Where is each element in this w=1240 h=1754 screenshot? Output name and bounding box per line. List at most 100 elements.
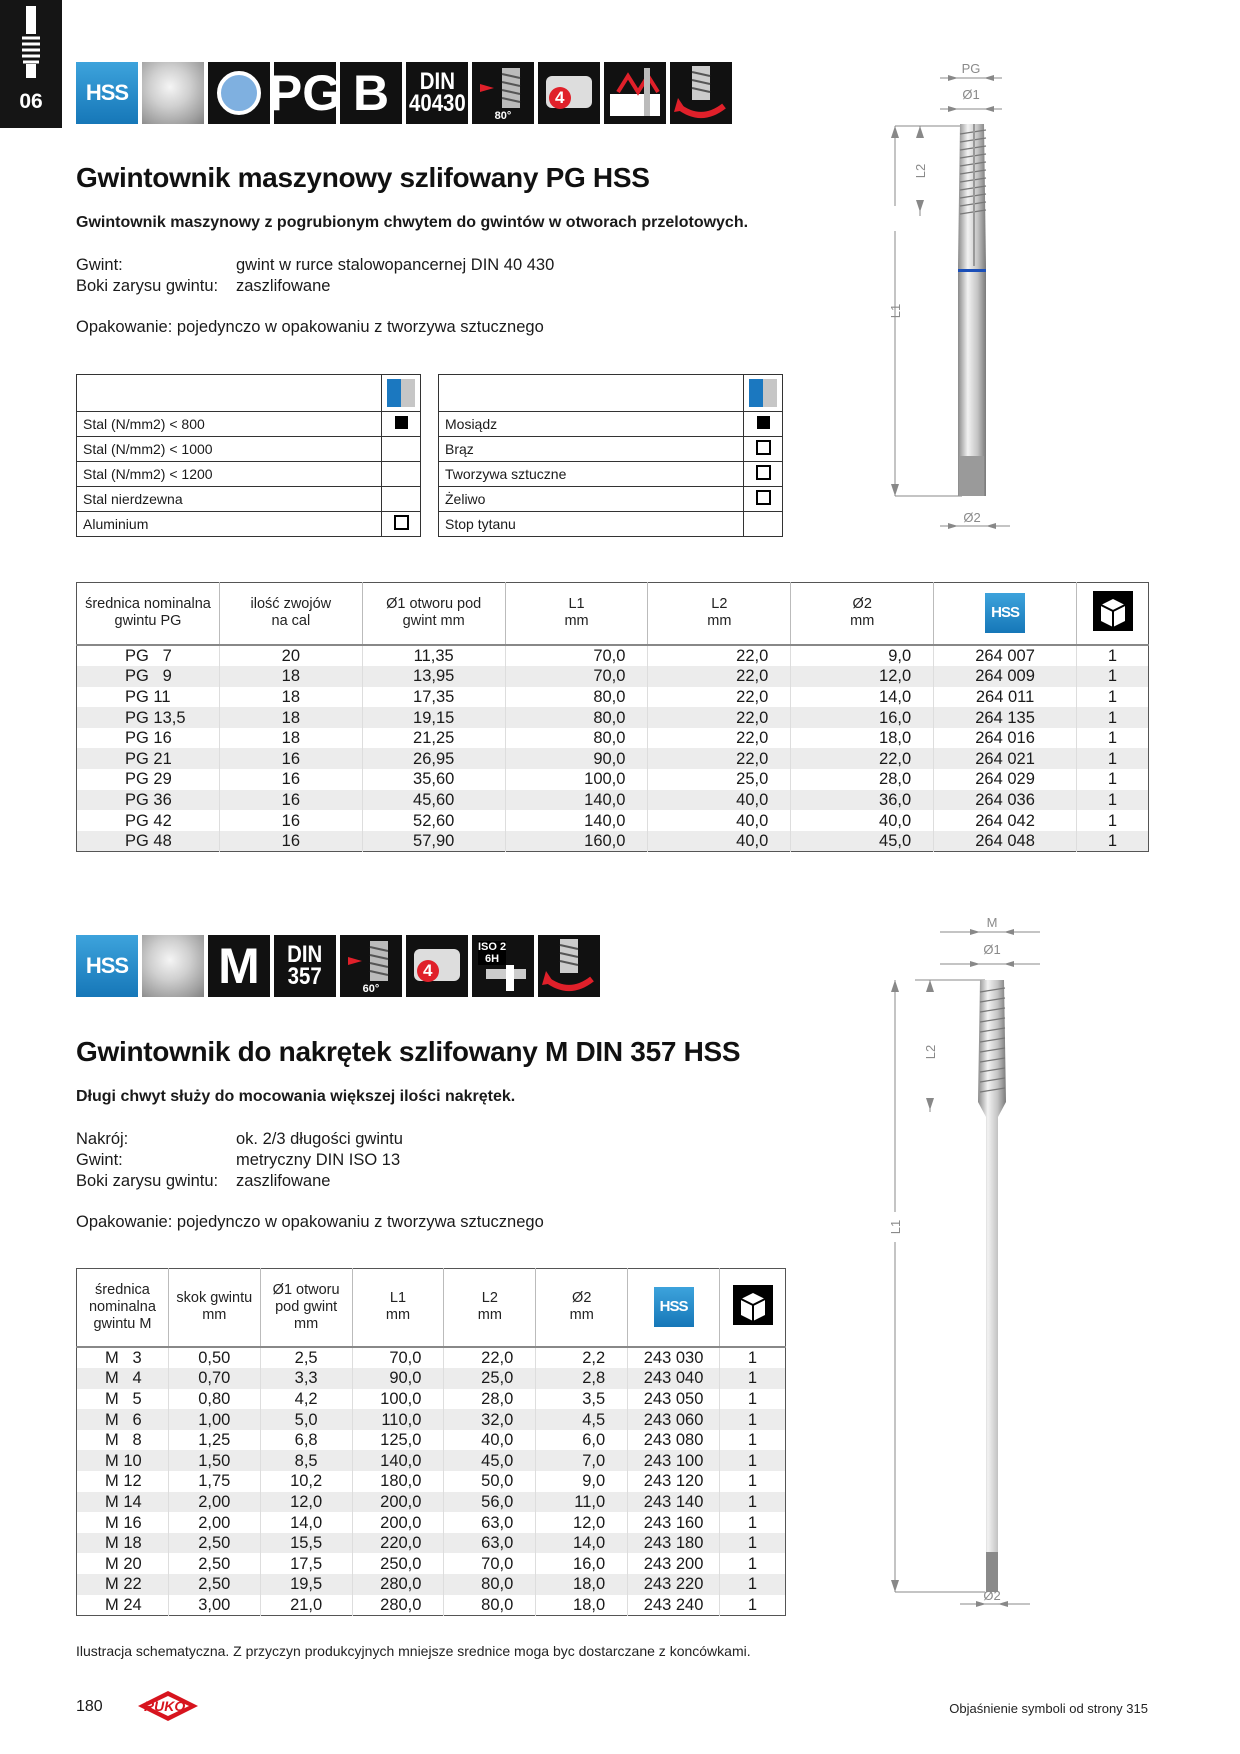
package-box-icon bbox=[1092, 590, 1133, 631]
table-cell: 2,50 bbox=[168, 1574, 261, 1595]
table-cell: 16 bbox=[219, 810, 363, 831]
table-cell: 200,0 bbox=[352, 1491, 445, 1513]
table-cell: 140,0 bbox=[352, 1450, 445, 1472]
table-cell: PG 48 bbox=[76, 830, 220, 852]
recommended-mark-icon bbox=[756, 416, 770, 429]
table-cell: 28,0 bbox=[443, 1388, 537, 1410]
table-cell: 243 060 bbox=[627, 1409, 721, 1430]
table-cell: 1 bbox=[719, 1450, 786, 1472]
table-cell: 264 016 bbox=[933, 727, 1077, 749]
product2-specs: Nakrój:ok. 2/3 długości gwintu Gwint:met… bbox=[76, 1130, 403, 1190]
table-cell: 14,0 bbox=[260, 1512, 353, 1533]
table-cell: 12,0 bbox=[260, 1491, 353, 1513]
material-name: Żeliwo bbox=[438, 486, 744, 512]
table-cell: 12,0 bbox=[790, 666, 935, 687]
table-cell: 16,0 bbox=[535, 1553, 629, 1575]
table-cell: 12,0 bbox=[535, 1512, 629, 1533]
table-cell: 22,0 bbox=[647, 666, 792, 687]
table-cell: 22,0 bbox=[443, 1346, 537, 1369]
table-cell: 21,25 bbox=[362, 727, 506, 749]
table-cell: 45,0 bbox=[443, 1450, 537, 1472]
table-cell: 6,8 bbox=[260, 1429, 353, 1451]
table-cell: 264 048 bbox=[933, 830, 1077, 852]
table-cell: 1 bbox=[719, 1532, 786, 1554]
table-cell: 1 bbox=[1076, 707, 1149, 728]
table-cell: 7,0 bbox=[535, 1450, 629, 1472]
product1-table: średnica nominalna gwintu PG ilość zwojó… bbox=[76, 582, 1149, 853]
table-cell: 40,0 bbox=[647, 830, 792, 852]
table-cell: 70,0 bbox=[443, 1553, 537, 1575]
material-suitability bbox=[381, 411, 421, 437]
table-cell: 1,75 bbox=[168, 1471, 261, 1492]
table-cell: PG 11 bbox=[76, 686, 220, 708]
material-header-icon bbox=[387, 379, 415, 407]
table-cell: 1 bbox=[747, 1513, 758, 1532]
table-cell: M 12 bbox=[76, 1471, 169, 1492]
table-cell: M 4 bbox=[76, 1368, 169, 1389]
table-cell: 1 bbox=[719, 1574, 786, 1595]
suitable-mark-icon bbox=[393, 515, 409, 530]
thread-angle-icon: 60° bbox=[340, 935, 402, 997]
table-cell: 0,80 bbox=[168, 1388, 261, 1410]
recommended-mark-icon bbox=[394, 416, 408, 429]
material-name: Brąz bbox=[438, 436, 744, 462]
thread-direction-icon bbox=[670, 62, 732, 124]
material-suitability bbox=[381, 486, 421, 512]
table-cell: 36,0 bbox=[790, 789, 935, 811]
hss-icon: HSS bbox=[76, 62, 138, 124]
material-suitability bbox=[743, 461, 783, 487]
product2-packaging: Opakowanie: pojedynczo w opakowaniu z tw… bbox=[76, 1213, 544, 1231]
material-suitability bbox=[381, 511, 421, 537]
table-cell: 243 180 bbox=[627, 1532, 721, 1554]
table-cell: 1 bbox=[747, 1595, 758, 1614]
table-cell: 22,0 bbox=[647, 748, 792, 770]
table-cell: 243 140 bbox=[627, 1491, 721, 1513]
material-name: Stal (N/mm2) < 1000 bbox=[76, 436, 382, 462]
table-cell: 16 bbox=[219, 769, 363, 790]
table-cell: PG 36 bbox=[76, 789, 220, 811]
table-cell: 4,2 bbox=[260, 1388, 353, 1410]
table-cell: 22,0 bbox=[647, 707, 792, 728]
thread-angle-icon: 80° bbox=[472, 62, 534, 124]
table-cell: 14,0 bbox=[790, 686, 935, 708]
tap-icon bbox=[22, 6, 40, 78]
table-cell: 1 bbox=[1107, 687, 1118, 706]
material-name: Tworzywa sztuczne bbox=[438, 461, 744, 487]
table-cell: 100,0 bbox=[352, 1388, 445, 1410]
material-suitability bbox=[743, 486, 783, 512]
table-cell: 80,0 bbox=[505, 686, 649, 708]
col-l1: L1 mm bbox=[352, 1268, 445, 1348]
table-cell: 40,0 bbox=[647, 810, 792, 831]
material-row: Tworzywa sztuczne bbox=[438, 461, 783, 487]
table-cell: 20 bbox=[219, 644, 363, 667]
table-cell: 264 042 bbox=[933, 810, 1077, 831]
table-cell: 45,60 bbox=[362, 789, 506, 811]
material-row: Stal nierdzewna bbox=[76, 486, 421, 512]
material-suitability bbox=[381, 436, 421, 462]
table-cell: 18,0 bbox=[535, 1574, 629, 1595]
form-b-icon: B bbox=[340, 62, 402, 124]
table-cell: PG 21 bbox=[76, 748, 220, 770]
col-threads-per-inch: ilość zwojów na cal bbox=[219, 582, 363, 646]
table-cell: 10,2 bbox=[260, 1471, 353, 1492]
page-number: 180 bbox=[76, 1698, 103, 1715]
material-name: Stal (N/mm2) < 800 bbox=[76, 411, 382, 437]
table-cell: 1 bbox=[1107, 770, 1118, 789]
table-cell: 264 021 bbox=[933, 748, 1077, 770]
symbols-reference: Objaśnienie symboli od strony 315 bbox=[949, 1701, 1148, 1716]
table-cell: 280,0 bbox=[352, 1594, 445, 1616]
table-cell: 200,0 bbox=[352, 1512, 445, 1533]
table-cell: 1 bbox=[1076, 666, 1149, 687]
